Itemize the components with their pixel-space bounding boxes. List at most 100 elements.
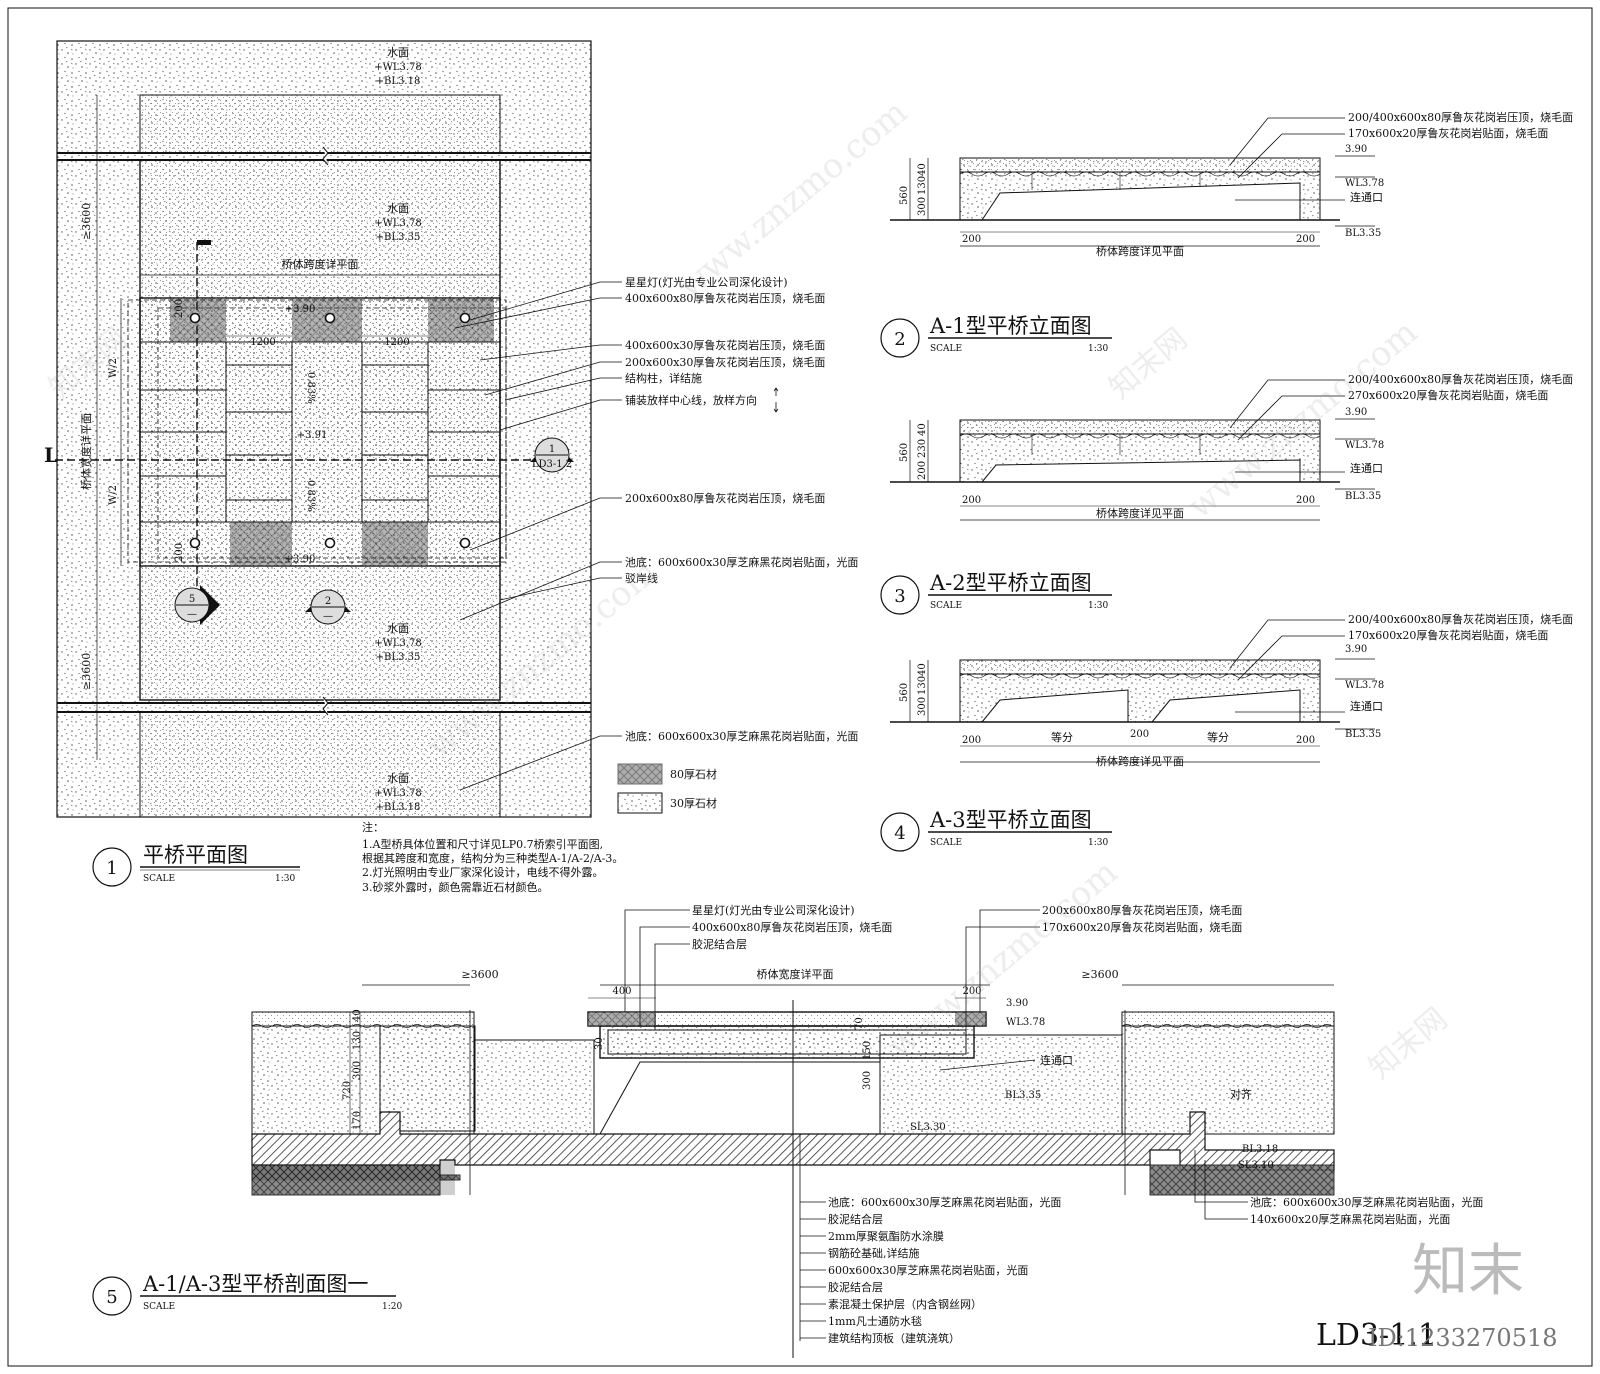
- plan-bl-3: +BL3.35: [376, 652, 421, 663]
- plan-bl-1: +BL3.18: [376, 76, 421, 87]
- plan-view: L 水面 +WL3.78 +BL3.18 水面 +WL3.78 +BL3.35 …: [44, 40, 858, 818]
- svg-text:BL3.18: BL3.18: [1242, 1144, 1278, 1155]
- svg-text:3: 3: [894, 586, 905, 607]
- svg-text:1: 1: [549, 444, 555, 455]
- svg-text:5: 5: [106, 1287, 117, 1308]
- title-elev-a1: 2 A-1型平桥立面图 SCALE 1:30: [880, 314, 1112, 358]
- svg-text:720: 720: [342, 1081, 353, 1100]
- plan-dim-200-top: 200: [174, 299, 185, 318]
- svg-text:1:30: 1:30: [1088, 838, 1108, 848]
- svg-text:BL3.35: BL3.35: [1345, 729, 1381, 740]
- svg-text:130: 130: [352, 1031, 363, 1050]
- svg-text:根据其跨度和宽度，结构分为三种类型A-1/A-2/A-3。: 根据其跨度和宽度，结构分为三种类型A-1/A-2/A-3。: [362, 851, 623, 865]
- svg-text:230: 230: [917, 439, 928, 458]
- title-plan: 1 平桥平面图 SCALE 1:30: [92, 843, 300, 887]
- svg-text:连通口: 连通口: [1350, 700, 1383, 713]
- svg-text:4: 4: [894, 823, 905, 844]
- svg-text:2: 2: [325, 596, 331, 607]
- svg-text:SCALE: SCALE: [930, 344, 962, 354]
- section-layer-8: 1mm凡士通防水毯: [828, 1314, 922, 1328]
- plan-callout-1: 星星灯(灯光由专业公司深化设计): [625, 275, 788, 289]
- svg-text:150: 150: [862, 1041, 873, 1060]
- svg-text:WL3.78: WL3.78: [1345, 680, 1384, 691]
- section-dim-3600-right: ≥3600: [1081, 968, 1118, 981]
- svg-text:30: 30: [594, 1037, 605, 1050]
- svg-text:知末网: 知末网: [1103, 321, 1194, 406]
- svg-text:1:20: 1:20: [382, 1302, 402, 1312]
- svg-text:胶泥结合层: 胶泥结合层: [692, 937, 747, 951]
- plan-wl-2: +WL3.78: [374, 218, 422, 229]
- svg-text:星星灯(灯光由专业公司深化设计): 星星灯(灯光由专业公司深化设计): [692, 903, 855, 917]
- plan-water-label-1: 水面: [387, 46, 409, 59]
- plan-callout-10: 池底：600x600x30厚芝麻黑花岗岩贴面，光面: [625, 729, 858, 743]
- svg-text:A-1/A-3型平桥剖面图一: A-1/A-3型平桥剖面图一: [142, 1272, 368, 1296]
- svg-text:—: —: [323, 611, 333, 622]
- section-marker-5: 5 —: [174, 585, 220, 625]
- svg-text:注：: 注：: [362, 820, 384, 834]
- plan-w2-a: W/2: [108, 358, 119, 378]
- svg-text:40: 40: [917, 163, 928, 176]
- svg-text:5: 5: [189, 594, 195, 605]
- svg-text:SCALE: SCALE: [930, 838, 962, 848]
- svg-text:560: 560: [899, 443, 910, 462]
- svg-text:300: 300: [917, 197, 928, 216]
- svg-text:40: 40: [352, 1009, 363, 1022]
- material-legend: 80厚石材 30厚石材: [617, 763, 717, 814]
- svg-text:连通口: 连通口: [1350, 462, 1383, 475]
- svg-text:170: 170: [352, 1111, 363, 1130]
- section-view: ≥3600 ≥3600 桥体宽度详平面 400 200 3.90 WL3.78 …: [251, 903, 1483, 1358]
- svg-text:200/400x600x80厚鲁灰花岗岩压顶，烧毛面: 200/400x600x80厚鲁灰花岗岩压顶，烧毛面: [1348, 110, 1573, 124]
- svg-text:www.znzmo.com: www.znzmo.com: [670, 92, 915, 307]
- svg-text:3.90: 3.90: [1345, 407, 1367, 418]
- svg-text:200/400x600x80厚鲁灰花岗岩压顶，烧毛面: 200/400x600x80厚鲁灰花岗岩压顶，烧毛面: [1348, 612, 1573, 626]
- svg-text:1:30: 1:30: [275, 874, 295, 884]
- svg-text:3.90: 3.90: [1345, 144, 1367, 155]
- plan-callout-2: 400x600x80厚鲁灰花岗岩压顶，烧毛面: [625, 291, 825, 305]
- plan-cut-mark: L: [44, 443, 58, 467]
- svg-text:200: 200: [1296, 234, 1315, 245]
- svg-text:WL3.78: WL3.78: [1345, 440, 1384, 451]
- svg-text:2.灯光照明由专业厂家深化设计，电线不得外露。: 2.灯光照明由专业厂家深化设计，电线不得外露。: [362, 865, 604, 879]
- svg-text:200/400x600x80厚鲁灰花岗岩压顶，烧毛面: 200/400x600x80厚鲁灰花岗岩压顶，烧毛面: [1348, 372, 1573, 386]
- svg-text:200: 200: [962, 234, 981, 245]
- svg-text:1.A型桥具体位置和尺寸详见LP0.7桥索引平面图,: 1.A型桥具体位置和尺寸详见LP0.7桥索引平面图,: [362, 837, 603, 851]
- svg-text:WL3.78: WL3.78: [1345, 178, 1384, 189]
- svg-text:SCALE: SCALE: [143, 1302, 175, 1312]
- plan-slope-2: 0.83%: [305, 480, 316, 512]
- svg-text:1:30: 1:30: [1088, 601, 1108, 611]
- svg-text:SL3.30: SL3.30: [910, 1122, 946, 1133]
- svg-text:40: 40: [917, 423, 928, 436]
- plan-dim-1200-b: 1200: [384, 337, 409, 348]
- title-section: 5 A-1/A-3型平桥剖面图一 SCALE 1:20: [92, 1272, 402, 1316]
- svg-text:LD3-1.2: LD3-1.2: [532, 459, 572, 470]
- svg-text:等分: 等分: [1207, 730, 1229, 744]
- svg-text:知末网: 知末网: [1363, 1001, 1454, 1086]
- title-elev-a2: 3 A-2型平桥立面图 SCALE 1:30: [880, 571, 1112, 615]
- svg-text:170x600x20厚鲁灰花岗岩贴面，烧毛面: 170x600x20厚鲁灰花岗岩贴面，烧毛面: [1348, 126, 1548, 140]
- section-layer-3: 2mm厚聚氨酯防水涂膜: [828, 1229, 944, 1243]
- svg-text:WL3.78: WL3.78: [1006, 1017, 1045, 1028]
- plan-width-label: 桥体宽度详平面: [79, 413, 93, 490]
- sheet-number: LD3-1.1: [1316, 1318, 1437, 1353]
- svg-text:300: 300: [917, 697, 928, 716]
- svg-text:560: 560: [899, 683, 910, 702]
- elevation-a3: 560 40 130 300 200 200 200 等分 等分 桥体跨度详见平…: [890, 612, 1573, 768]
- plan-height-top: +3.90: [285, 304, 316, 315]
- section-marker-1: 1 LD3-1.2: [530, 437, 574, 473]
- plan-slope-1: 0.83%: [305, 372, 316, 404]
- svg-text:200: 200: [962, 495, 981, 506]
- plan-wl-3: +WL3.78: [374, 638, 422, 649]
- svg-text:SCALE: SCALE: [930, 601, 962, 611]
- plan-water-top: [139, 94, 501, 154]
- notes: 注： 1.A型桥具体位置和尺寸详见LP0.7桥索引平面图, 根据其跨度和宽度，结…: [362, 820, 623, 894]
- plan-dim-200-bottom: 200: [174, 543, 185, 562]
- svg-text:300: 300: [862, 1071, 873, 1090]
- svg-text:400: 400: [612, 986, 631, 997]
- section-layer-1: 池底：600x600x30厚芝麻黑花岗岩贴面，光面: [828, 1195, 1061, 1209]
- plan-callout-8: 池底：600x600x30厚芝麻黑花岗岩贴面，光面: [625, 555, 858, 569]
- svg-text:300: 300: [352, 1061, 363, 1080]
- plan-callout-9: 驳岸线: [625, 571, 658, 585]
- sheet-border: [7, 7, 1593, 1367]
- svg-text:BL3.35: BL3.35: [1345, 491, 1381, 502]
- svg-text:130: 130: [917, 176, 928, 195]
